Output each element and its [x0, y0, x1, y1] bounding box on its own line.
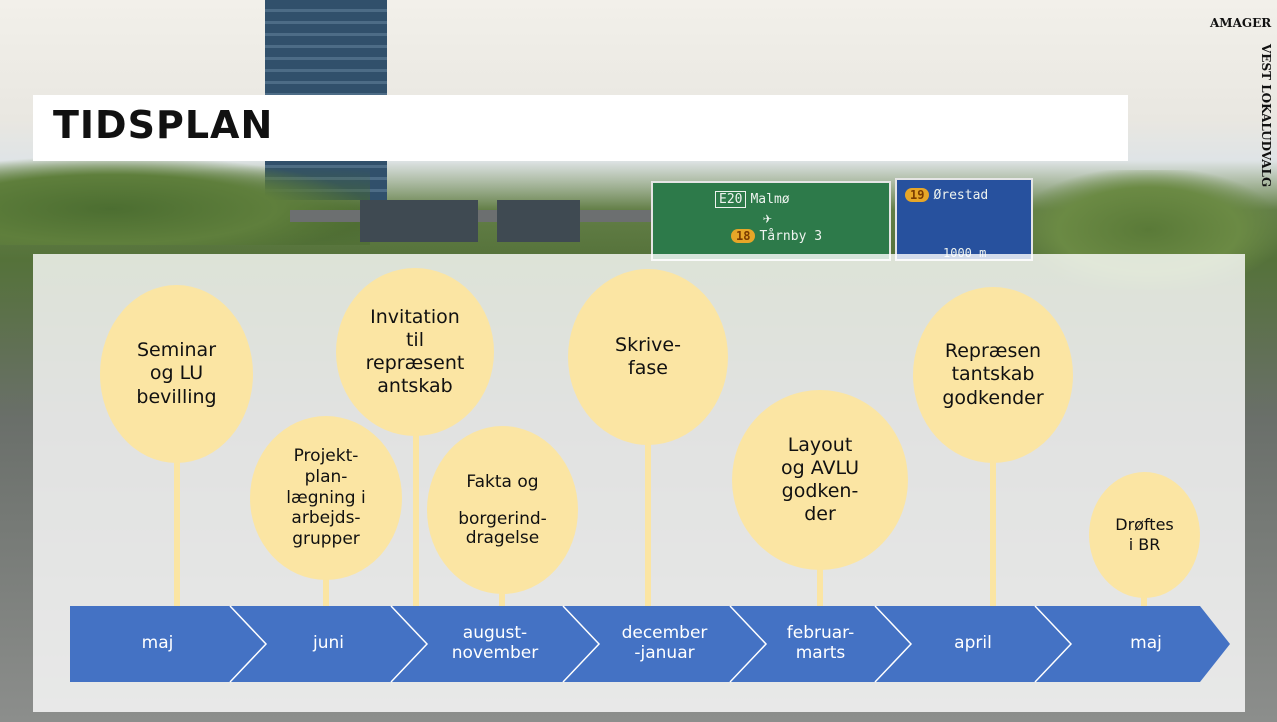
- gantry-board-right: [497, 200, 580, 242]
- timeline-separator: [390, 605, 429, 683]
- milestone-label: Invitation til repræsent antskab: [365, 305, 465, 398]
- milestone-seminar: Seminar og LU bevilling: [100, 285, 253, 463]
- timeline-month-februar-marts: februar- marts: [786, 623, 855, 663]
- milestone-repraesentantskab: Repræsen tantskab godkender: [913, 287, 1073, 463]
- timeline-arrow-body: [70, 606, 1230, 682]
- milestone-invitation: Invitation til repræsent antskab: [336, 268, 494, 436]
- milestone-label: Skrive- fase: [615, 333, 681, 379]
- timeline-month-december-januar: december -januar: [621, 623, 708, 663]
- timeline-separator: [874, 605, 913, 683]
- milestone-fakta: Fakta og borgerind- dragelse: [427, 426, 578, 594]
- sign-route-18: 18: [731, 229, 756, 243]
- milestone-droeftes: Drøftes i BR: [1089, 472, 1200, 598]
- logo-text-vest-lokaludvalg: VEST LOKALUDVALG: [1259, 44, 1273, 188]
- logo-text-amager: AMAGER: [1210, 16, 1272, 30]
- sign-route-e20: E20: [715, 191, 747, 208]
- timeline-month-april: april: [954, 633, 992, 654]
- title-bar: [33, 95, 1128, 161]
- milestone-label: Layout og AVLU godken- der: [780, 433, 860, 526]
- sign-route-19: 19: [905, 188, 930, 202]
- timeline-month-juni: juni: [313, 633, 344, 654]
- milestone-label: Drøftes i BR: [1115, 515, 1174, 554]
- milestone-label: Fakta og borgerind- dragelse: [458, 471, 547, 548]
- page-title: TIDSPLAN: [53, 103, 274, 147]
- timeline-month-august-november: august- november: [451, 623, 539, 663]
- milestone-label: Projekt- plan- lægning i arbejds- gruppe…: [286, 446, 366, 550]
- timeline-separator: [229, 605, 268, 683]
- sign-city-malmo: Malmø: [750, 192, 790, 207]
- gantry-board-left: [360, 200, 478, 242]
- timeline-month-maj-2: maj: [1130, 633, 1162, 654]
- sign-city-tarnby: Tårnby 3: [759, 229, 823, 244]
- milestone-label: Seminar og LU bevilling: [136, 339, 217, 408]
- sign-city-orestad: Ørestad: [933, 188, 989, 203]
- milestone-label: Repræsen tantskab godkender: [942, 340, 1044, 409]
- timeline-month-maj: maj: [141, 633, 174, 654]
- milestone-projektplan: Projekt- plan- lægning i arbejds- gruppe…: [250, 416, 402, 580]
- timeline-separator: [729, 605, 768, 683]
- airplane-icon: ✈: [763, 209, 773, 227]
- background-trees-left: [0, 155, 370, 245]
- timeline-separator: [1034, 605, 1073, 683]
- milestone-layout: Layout og AVLU godken- der: [732, 390, 908, 570]
- timeline-separator: [562, 605, 601, 683]
- milestone-skrivefase: Skrive- fase: [568, 269, 728, 445]
